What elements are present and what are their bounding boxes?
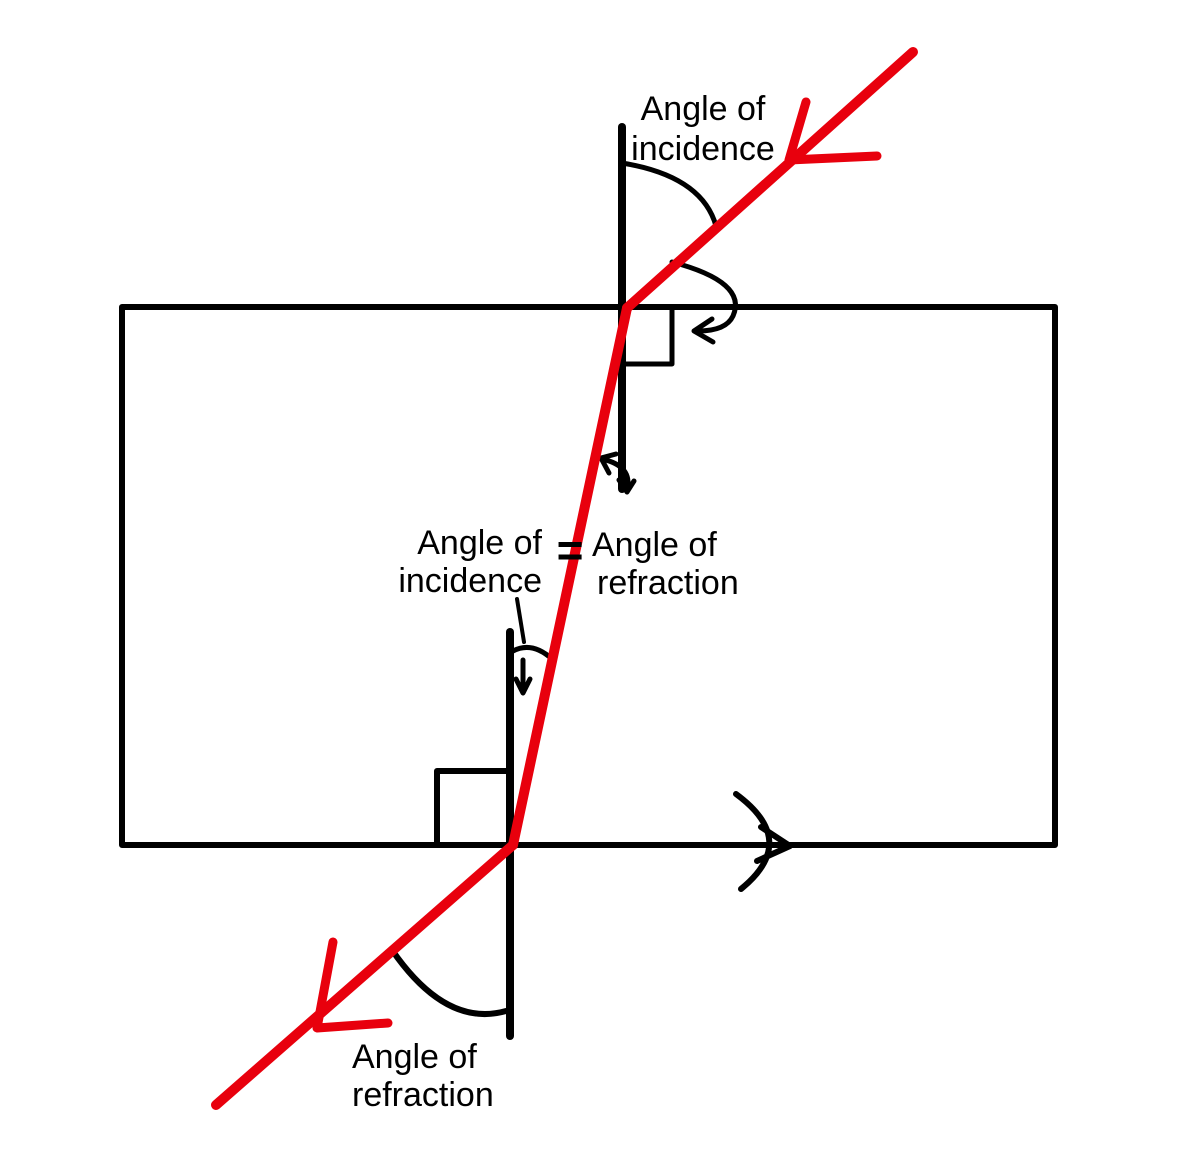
- incident-ray: [622, 47, 918, 313]
- label-top-angle-line2: incidence: [631, 130, 775, 168]
- exit-ray-arrowhead-icon: [312, 937, 393, 1033]
- exit-ray: [211, 840, 518, 1110]
- label-bottom-angle-line1: Angle of: [352, 1038, 477, 1076]
- refraction-angle-arc-top: [599, 456, 631, 493]
- right-angle-marker-bottom: [434, 768, 513, 848]
- glass-block-outline: [119, 304, 1058, 848]
- label-top-angle-line1: Angle of: [641, 90, 766, 128]
- incidence-angle-arc-top: [619, 160, 719, 229]
- refraction-angle-arc-bottom: [389, 947, 509, 1017]
- refraction-angle-arrow-up-icon: [598, 451, 619, 476]
- label-middle-refraction-line1: Angle of: [592, 526, 717, 564]
- refraction-angle-arrow-down-icon: [616, 477, 637, 495]
- incidence-label-leader: [515, 597, 526, 644]
- label-middle-incidence-line1: Angle of: [417, 524, 542, 562]
- incidence-angle-pointer-head-icon: [513, 676, 533, 696]
- label-middle-refraction-line2: refraction: [597, 564, 739, 602]
- surface-angle-arrow-top-curve: [669, 259, 738, 334]
- refracted-ray: [508, 303, 632, 850]
- label-middle-incidence-line2: incidence: [398, 562, 542, 600]
- incidence-angle-arc-bottom: [510, 644, 555, 662]
- label-equals-sign: =: [557, 524, 584, 576]
- incident-ray-arrowhead-icon: [784, 97, 882, 165]
- label-bottom-angle-line2: refraction: [352, 1076, 494, 1114]
- surface-angle-arrow-top-head-icon: [691, 316, 716, 345]
- surface-curved-arrow-bottom: [733, 791, 773, 892]
- surface-curved-arrow-bottom-head-icon: [754, 824, 793, 864]
